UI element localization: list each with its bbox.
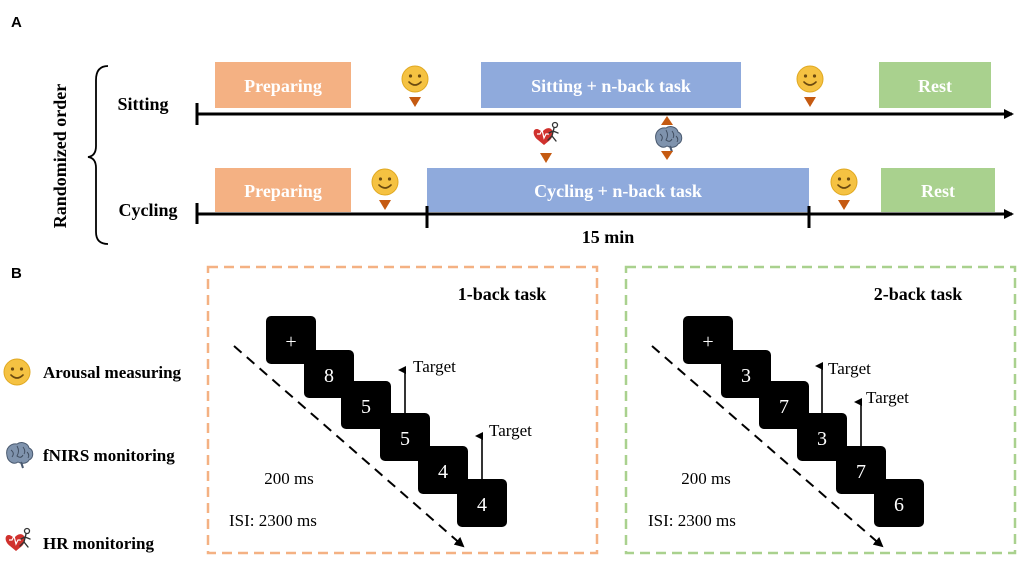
stimulus-card (418, 446, 468, 494)
stimulus-card (874, 479, 924, 527)
sitting-row: Sitting Preparing Sitting + n-back task … (117, 62, 1014, 125)
cycling-row: Cycling Preparing Cycling + n-back task … (118, 168, 1014, 247)
stimulus-duration-label: 200 ms (264, 469, 314, 488)
marker-down-icon (409, 97, 421, 107)
panel-b-label: B (11, 265, 22, 282)
heart-runner-icon (532, 121, 559, 146)
legend-arousal-label: Arousal measuring (43, 363, 182, 382)
sitting-preparing-label: Preparing (244, 76, 322, 96)
smiley-icon (401, 65, 429, 93)
stimulus-card (721, 350, 771, 398)
stimulus-card (797, 413, 847, 461)
marker-down-icon (540, 153, 552, 163)
sitting-rest-block (879, 62, 991, 108)
target-label: Target (489, 421, 532, 440)
stimulus-card (457, 479, 507, 527)
sitting-task-block (481, 62, 741, 108)
stimulus-card (341, 381, 391, 429)
cycling-task-label: Cycling + n-back task (534, 181, 702, 201)
stimulus-card (759, 381, 809, 429)
stimulus-card (836, 446, 886, 494)
stimulus-text: 7 (856, 461, 866, 483)
target-label: Target (828, 359, 871, 378)
randomized-order-label: Randomized order (50, 84, 70, 228)
marker-up-icon (661, 116, 673, 125)
smiley-icon (371, 168, 399, 196)
cycling-rest-block (881, 168, 995, 212)
stimulus-text: 6 (894, 494, 904, 516)
heart-runner-icon (4, 527, 31, 552)
stimulus-text: 5 (361, 396, 371, 418)
cycling-preparing-label: Preparing (244, 181, 322, 201)
cycling-task-block (427, 168, 809, 212)
stimulus-fixation (683, 316, 733, 364)
stimulus-text: 5 (400, 428, 410, 450)
two-back-title: 2-back task (874, 284, 963, 304)
stimulus-text: 4 (438, 461, 448, 483)
sitting-rest-label: Rest (918, 76, 952, 96)
smiley-icon (3, 358, 31, 386)
marker-down-icon (379, 200, 391, 210)
stimulus-duration-label: 200 ms (681, 469, 731, 488)
smiley-icon (796, 65, 824, 93)
two-back-border (624, 265, 1017, 555)
stimulus-text: 8 (324, 365, 334, 387)
sitting-task-label: Sitting + n-back task (531, 76, 691, 96)
duration-label: 15 min (582, 227, 635, 247)
legend: Arousal measuring fNIRS monitoring HR mo… (3, 358, 182, 553)
one-back-border (206, 265, 599, 555)
marker-down-icon (838, 200, 850, 210)
marker-down-icon (804, 97, 816, 107)
cycling-preparing-block (215, 168, 351, 212)
brain-icon (654, 125, 683, 153)
stimulus-fixation (266, 316, 316, 364)
target-label: Target (866, 388, 909, 407)
cycling-label: Cycling (118, 200, 177, 220)
stimulus-text: 3 (741, 365, 751, 387)
isi-label: ISI: 2300 ms (229, 511, 317, 530)
sitting-preparing-block (215, 62, 351, 108)
cycling-rest-label: Rest (921, 181, 955, 201)
one-back-title: 1-back task (458, 284, 547, 304)
panel-a-label: A (11, 14, 22, 31)
stimulus-card (380, 413, 430, 461)
two-back-task-panel: 2-back task + 3 7 3 7 6 Target Target 20… (624, 265, 1017, 555)
one-back-task-panel: 1-back task + 8 5 5 4 4 Target Target 20… (206, 265, 599, 555)
isi-label: ISI: 2300 ms (648, 511, 736, 530)
order-bracket (87, 65, 109, 245)
brain-icon (5, 441, 34, 469)
legend-fnirs-label: fNIRS monitoring (43, 446, 175, 465)
target-label: Target (413, 357, 456, 376)
legend-hr-label: HR monitoring (43, 534, 154, 553)
stimulus-text: + (702, 331, 713, 353)
stimulus-text: + (285, 331, 296, 353)
stimulus-text: 3 (817, 428, 827, 450)
stimulus-text: 7 (779, 396, 789, 418)
stimulus-text: 4 (477, 494, 487, 516)
smiley-icon (830, 168, 858, 196)
marker-down-icon (661, 151, 673, 160)
sitting-label: Sitting (117, 94, 168, 114)
